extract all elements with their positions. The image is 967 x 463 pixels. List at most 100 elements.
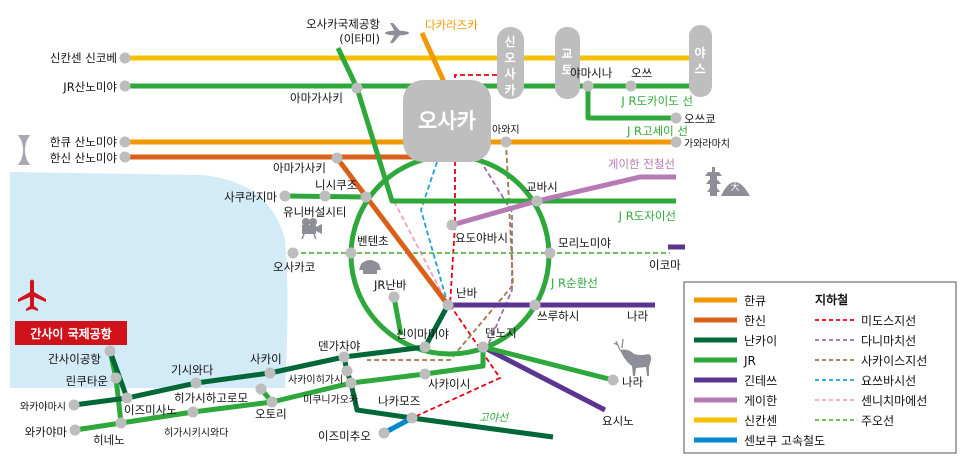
- station-label[interactable]: 신칸센 신코베: [50, 51, 117, 65]
- station-label[interactable]: 유니버설시티: [283, 205, 346, 219]
- station-dot[interactable]: [419, 368, 431, 380]
- station-label[interactable]: 신이마미야: [396, 327, 449, 341]
- station-label[interactable]: 오쓰쿄: [684, 112, 716, 126]
- station-dot[interactable]: [119, 80, 131, 92]
- station-dot[interactable]: [670, 136, 682, 148]
- station-dot[interactable]: [119, 136, 131, 148]
- station-dot[interactable]: [119, 151, 131, 163]
- station-label[interactable]: 나카모즈: [378, 394, 420, 408]
- station-dot[interactable]: [319, 190, 331, 202]
- station-dot[interactable]: [121, 392, 133, 404]
- station-label[interactable]: 미쿠니가오카: [303, 394, 358, 406]
- station-dot[interactable]: [419, 341, 431, 353]
- station-label[interactable]: 린쿠타운: [66, 374, 108, 388]
- station-label[interactable]: 사카이: [250, 352, 282, 366]
- station-label[interactable]: 오사카코: [273, 260, 315, 274]
- legend-item-label: 난카이: [744, 334, 777, 348]
- station-dot[interactable]: [531, 195, 543, 207]
- station-label[interactable]: 한큐 산노미야: [50, 135, 118, 149]
- station-label[interactable]: 덴가차야: [318, 339, 361, 353]
- station-label[interactable]: (이타미): [339, 32, 380, 46]
- station-dot[interactable]: [279, 190, 291, 202]
- station-dot[interactable]: [190, 377, 202, 389]
- station-dot[interactable]: [110, 372, 122, 384]
- station-dot[interactable]: [351, 82, 363, 94]
- station-dot[interactable]: [529, 299, 541, 311]
- station-dot[interactable]: [442, 299, 454, 311]
- hub-kyoto[interactable]: 교 토: [555, 27, 580, 99]
- station-label[interactable]: 쓰루하시: [537, 309, 579, 323]
- station-dot[interactable]: [406, 412, 418, 424]
- station-label[interactable]: 오쓰: [631, 66, 652, 80]
- station-dot[interactable]: [544, 247, 556, 259]
- station-dot[interactable]: [104, 345, 116, 357]
- kansai-airport-label[interactable]: 간사이 국제공항: [15, 321, 127, 345]
- station-label[interactable]: 벤텐초: [357, 234, 389, 248]
- line-label-kosei: J R고세이 선: [626, 124, 688, 138]
- station-label[interactable]: 히네노: [93, 433, 125, 447]
- station-label[interactable]: 난바: [456, 286, 478, 300]
- station-dot[interactable]: [446, 219, 458, 231]
- station-dot[interactable]: [477, 341, 489, 353]
- station-label[interactable]: 한신 산노미야: [50, 151, 118, 165]
- station-label[interactable]: 교바시: [526, 180, 558, 194]
- station-label[interactable]: 아마가사키: [273, 161, 326, 175]
- station-label[interactable]: 이즈미사노: [124, 403, 177, 417]
- station-dot[interactable]: [345, 247, 357, 259]
- station-dot[interactable]: [345, 377, 357, 389]
- station-dot[interactable]: [625, 80, 637, 92]
- station-label[interactable]: 간사이공항: [48, 352, 101, 366]
- station-dot[interactable]: [670, 112, 682, 124]
- legend-item-label: 긴테쓰: [744, 374, 777, 388]
- station-label[interactable]: 다카라즈카: [425, 18, 478, 32]
- station-label[interactable]: 사쿠라지마: [224, 190, 277, 204]
- station-label[interactable]: 요시노: [602, 414, 634, 428]
- station-dot[interactable]: [287, 247, 299, 259]
- station-label[interactable]: 기시와다: [171, 363, 214, 377]
- station-dot[interactable]: [255, 383, 267, 395]
- station-label[interactable]: JR난바: [373, 278, 407, 292]
- station-label[interactable]: 오토리: [255, 407, 287, 421]
- station-label[interactable]: 사카이히가시: [288, 374, 343, 386]
- station-dot[interactable]: [500, 136, 512, 148]
- station-label[interactable]: 나라: [627, 309, 649, 323]
- station-dot[interactable]: [378, 427, 390, 439]
- station-dot[interactable]: [582, 80, 594, 92]
- station-label[interactable]: 나라: [622, 375, 644, 389]
- station-dot[interactable]: [341, 365, 353, 377]
- hub-shin-osaka[interactable]: 신 오 사 카: [497, 27, 524, 99]
- station-label[interactable]: 히가시하고로모: [174, 391, 248, 405]
- station-label[interactable]: 요도야바시: [455, 231, 508, 245]
- station-dot[interactable]: [360, 191, 372, 203]
- hub-yasu[interactable]: 야 스: [689, 25, 712, 97]
- station-dot[interactable]: [266, 396, 278, 408]
- station-label[interactable]: 야마시나: [570, 66, 613, 80]
- station-label[interactable]: 이코마: [649, 258, 681, 272]
- station-label[interactable]: 이즈미추오: [318, 429, 371, 443]
- station-dot[interactable]: [607, 374, 619, 386]
- station-dot[interactable]: [264, 367, 276, 379]
- station-dot[interactable]: [187, 406, 199, 418]
- station-label[interactable]: JR산노미야: [62, 80, 117, 94]
- station-label[interactable]: 모리노미야: [558, 236, 611, 250]
- station-dot[interactable]: [338, 351, 350, 363]
- station-dot[interactable]: [331, 152, 343, 164]
- hub-osaka[interactable]: 오사카: [403, 80, 491, 162]
- station-label[interactable]: 덴노지: [485, 326, 517, 340]
- station-dot[interactable]: [115, 417, 127, 429]
- station-label[interactable]: 사카이시: [428, 377, 470, 391]
- station-label[interactable]: 가와라마치: [684, 138, 730, 150]
- legend-item-label: 한큐: [744, 294, 766, 308]
- station-dot[interactable]: [388, 291, 400, 303]
- station-label[interactable]: 오사카국제공항: [306, 17, 380, 31]
- station-label[interactable]: 와카야마: [25, 425, 68, 439]
- station-dot[interactable]: [68, 399, 80, 411]
- station-label[interactable]: 와카야마시: [20, 401, 66, 413]
- station-label[interactable]: 니시쿠조: [315, 178, 357, 192]
- station-dot[interactable]: [69, 424, 81, 436]
- station-label[interactable]: 아마가사키: [290, 91, 343, 105]
- station-label[interactable]: 아와지: [492, 124, 520, 136]
- station-dot[interactable]: [119, 52, 131, 64]
- station-label[interactable]: 히가시키시와다: [164, 427, 228, 439]
